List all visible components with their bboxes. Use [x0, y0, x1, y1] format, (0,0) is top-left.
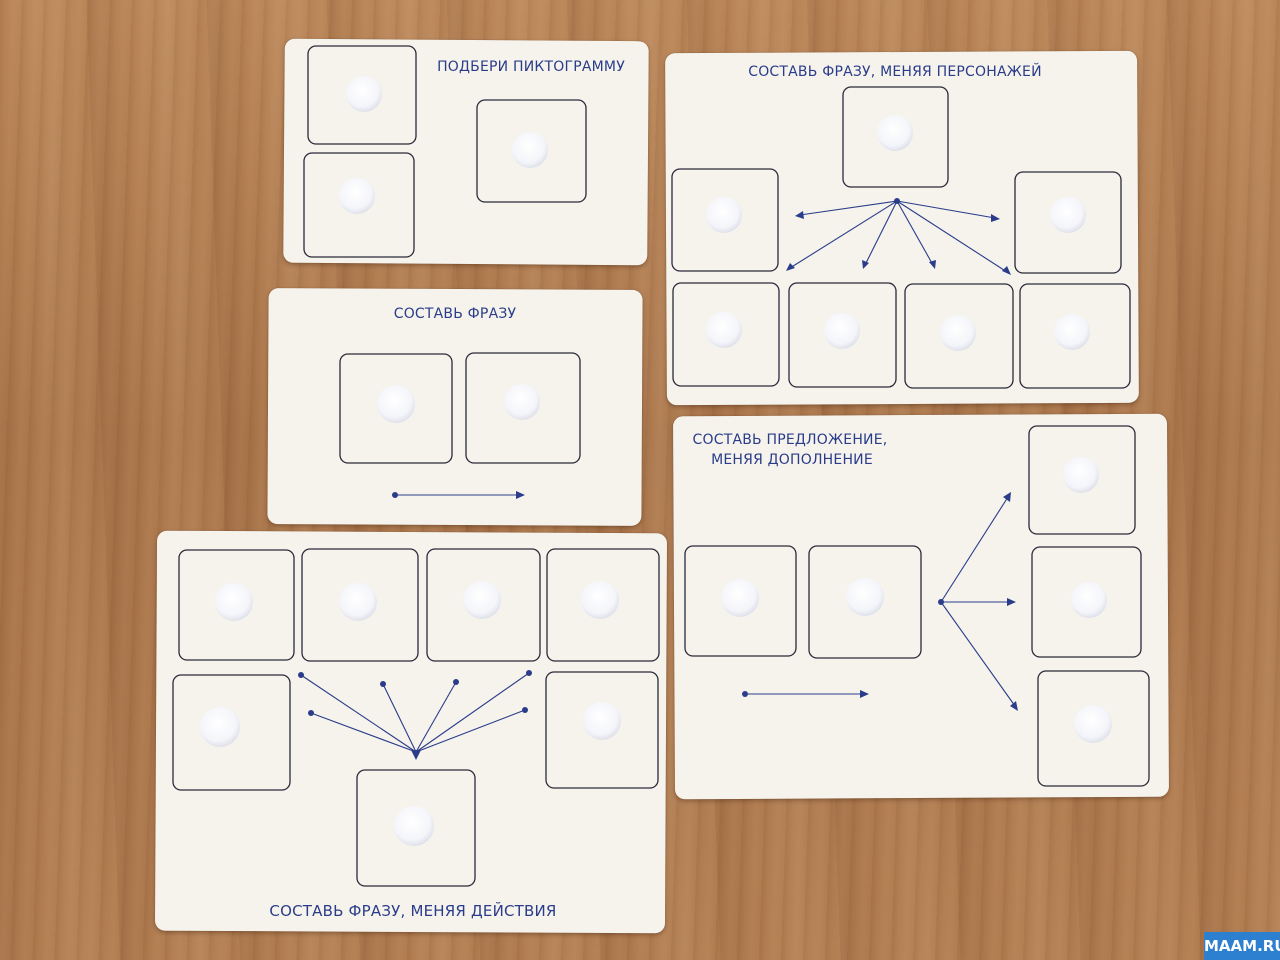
velcro-dot: [463, 581, 501, 619]
velcro-dot: [1050, 197, 1086, 233]
velcro-dot: [846, 578, 884, 616]
velcro-dot: [940, 315, 976, 351]
picture-slot[interactable]: [842, 86, 949, 188]
picture-slot[interactable]: [546, 548, 660, 662]
sequence-arrow: [742, 690, 869, 698]
card-title: СОСТАВЬ ФРАЗУ, МЕНЯЯ ПЕРСОНАЖЕЙ: [748, 62, 1042, 80]
arrow-fork: [938, 492, 1018, 711]
velcro-dot: [339, 583, 377, 621]
velcro-dot: [877, 115, 913, 151]
picture-slot[interactable]: [426, 548, 541, 662]
velcro-dot: [721, 579, 759, 617]
picture-slot[interactable]: [307, 45, 417, 145]
watermark-badge: MAAM.RU: [1204, 932, 1280, 960]
velcro-dot: [394, 806, 434, 846]
velcro-dot: [346, 76, 382, 112]
picture-slot[interactable]: [672, 282, 780, 387]
picture-slot[interactable]: [1031, 546, 1142, 658]
card-make-phrase-print: СОСТАВЬ ФРАЗУ: [339, 306, 581, 499]
picture-slot[interactable]: [1037, 670, 1150, 787]
picture-slot[interactable]: [465, 352, 581, 464]
velcro-dot: [824, 313, 860, 349]
velcro-dot: [583, 702, 621, 740]
velcro-dot: [706, 197, 742, 233]
sequence-arrow: [392, 491, 525, 499]
card-title: СОСТАВЬ ФРАЗУ, МЕНЯЯ ДЕЙСТВИЯ: [269, 901, 556, 920]
card-pick-pictogram-print: ПОДБЕРИ ПИКТОГРАММУ: [303, 45, 625, 258]
picture-slot[interactable]: [301, 548, 419, 662]
picture-slot[interactable]: [684, 545, 797, 657]
picture-slot[interactable]: [808, 545, 922, 659]
velcro-dot: [504, 384, 540, 420]
picture-slot[interactable]: [476, 99, 587, 203]
card-change-characters-print: СОСТАВЬ ФРАЗУ, МЕНЯЯ ПЕРСОНАЖЕЙ: [671, 62, 1131, 389]
picture-slot[interactable]: [1014, 171, 1122, 274]
card-change-actions-print: СОСТАВЬ ФРАЗУ, МЕНЯЯ ДЕЙСТВИЯ: [172, 548, 660, 920]
velcro-dot: [706, 312, 742, 348]
velcro-dot: [339, 178, 375, 214]
picture-slot[interactable]: [356, 769, 476, 887]
velcro-dot: [200, 707, 240, 747]
velcro-dot: [512, 132, 548, 168]
card-title: СОСТАВЬ ФРАЗУ: [394, 306, 517, 322]
picture-slot[interactable]: [788, 282, 897, 388]
card-title: ПОДБЕРИ ПИКТОГРАММУ: [437, 59, 625, 75]
picture-slot[interactable]: [303, 152, 415, 258]
velcro-dot: [1074, 705, 1112, 743]
arrow-gather: [298, 670, 532, 760]
card-title-line-1: СОСТАВЬ ПРЕДЛОЖЕНИЕ,: [693, 432, 888, 448]
picture-slot[interactable]: [1028, 425, 1136, 535]
velcro-dot: [1054, 314, 1090, 350]
picture-slot[interactable]: [1019, 283, 1131, 389]
picture-slot[interactable]: [545, 671, 659, 789]
picture-slot[interactable]: [339, 353, 453, 464]
velcro-dot: [377, 385, 415, 423]
picture-slot[interactable]: [671, 168, 779, 272]
velcro-dot: [215, 583, 253, 621]
velcro-dot: [1071, 582, 1107, 618]
velcro-dot: [581, 581, 619, 619]
velcro-dot: [1063, 457, 1099, 493]
arrow-fan: [786, 198, 1011, 275]
picture-slot[interactable]: [178, 549, 295, 661]
card-title-line-2: МЕНЯЯ ДОПОЛНЕНИЕ: [711, 452, 873, 468]
card-change-object-print: СОСТАВЬ ПРЕДЛОЖЕНИЕ, МЕНЯЯ ДОПОЛНЕНИЕ: [684, 425, 1150, 787]
picture-slot[interactable]: [904, 283, 1014, 389]
picture-slot[interactable]: [172, 674, 291, 791]
